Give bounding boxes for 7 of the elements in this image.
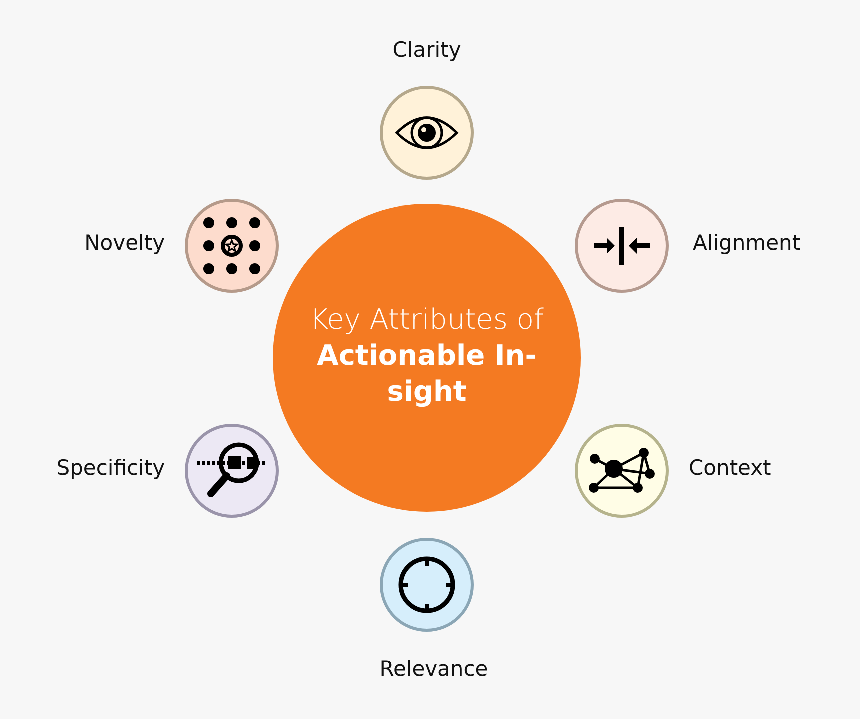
attribute-label: Clarity bbox=[392, 37, 462, 63]
attribute-label: Relevance bbox=[380, 656, 488, 682]
attribute-label: Alignment bbox=[693, 230, 801, 256]
attribute-label: Context bbox=[689, 455, 772, 481]
attribute-label: Novelty bbox=[84, 230, 165, 256]
title-text: Key Attributes of Actionable In-sight bbox=[309, 302, 545, 410]
attribute-label: Specificity bbox=[56, 455, 165, 481]
